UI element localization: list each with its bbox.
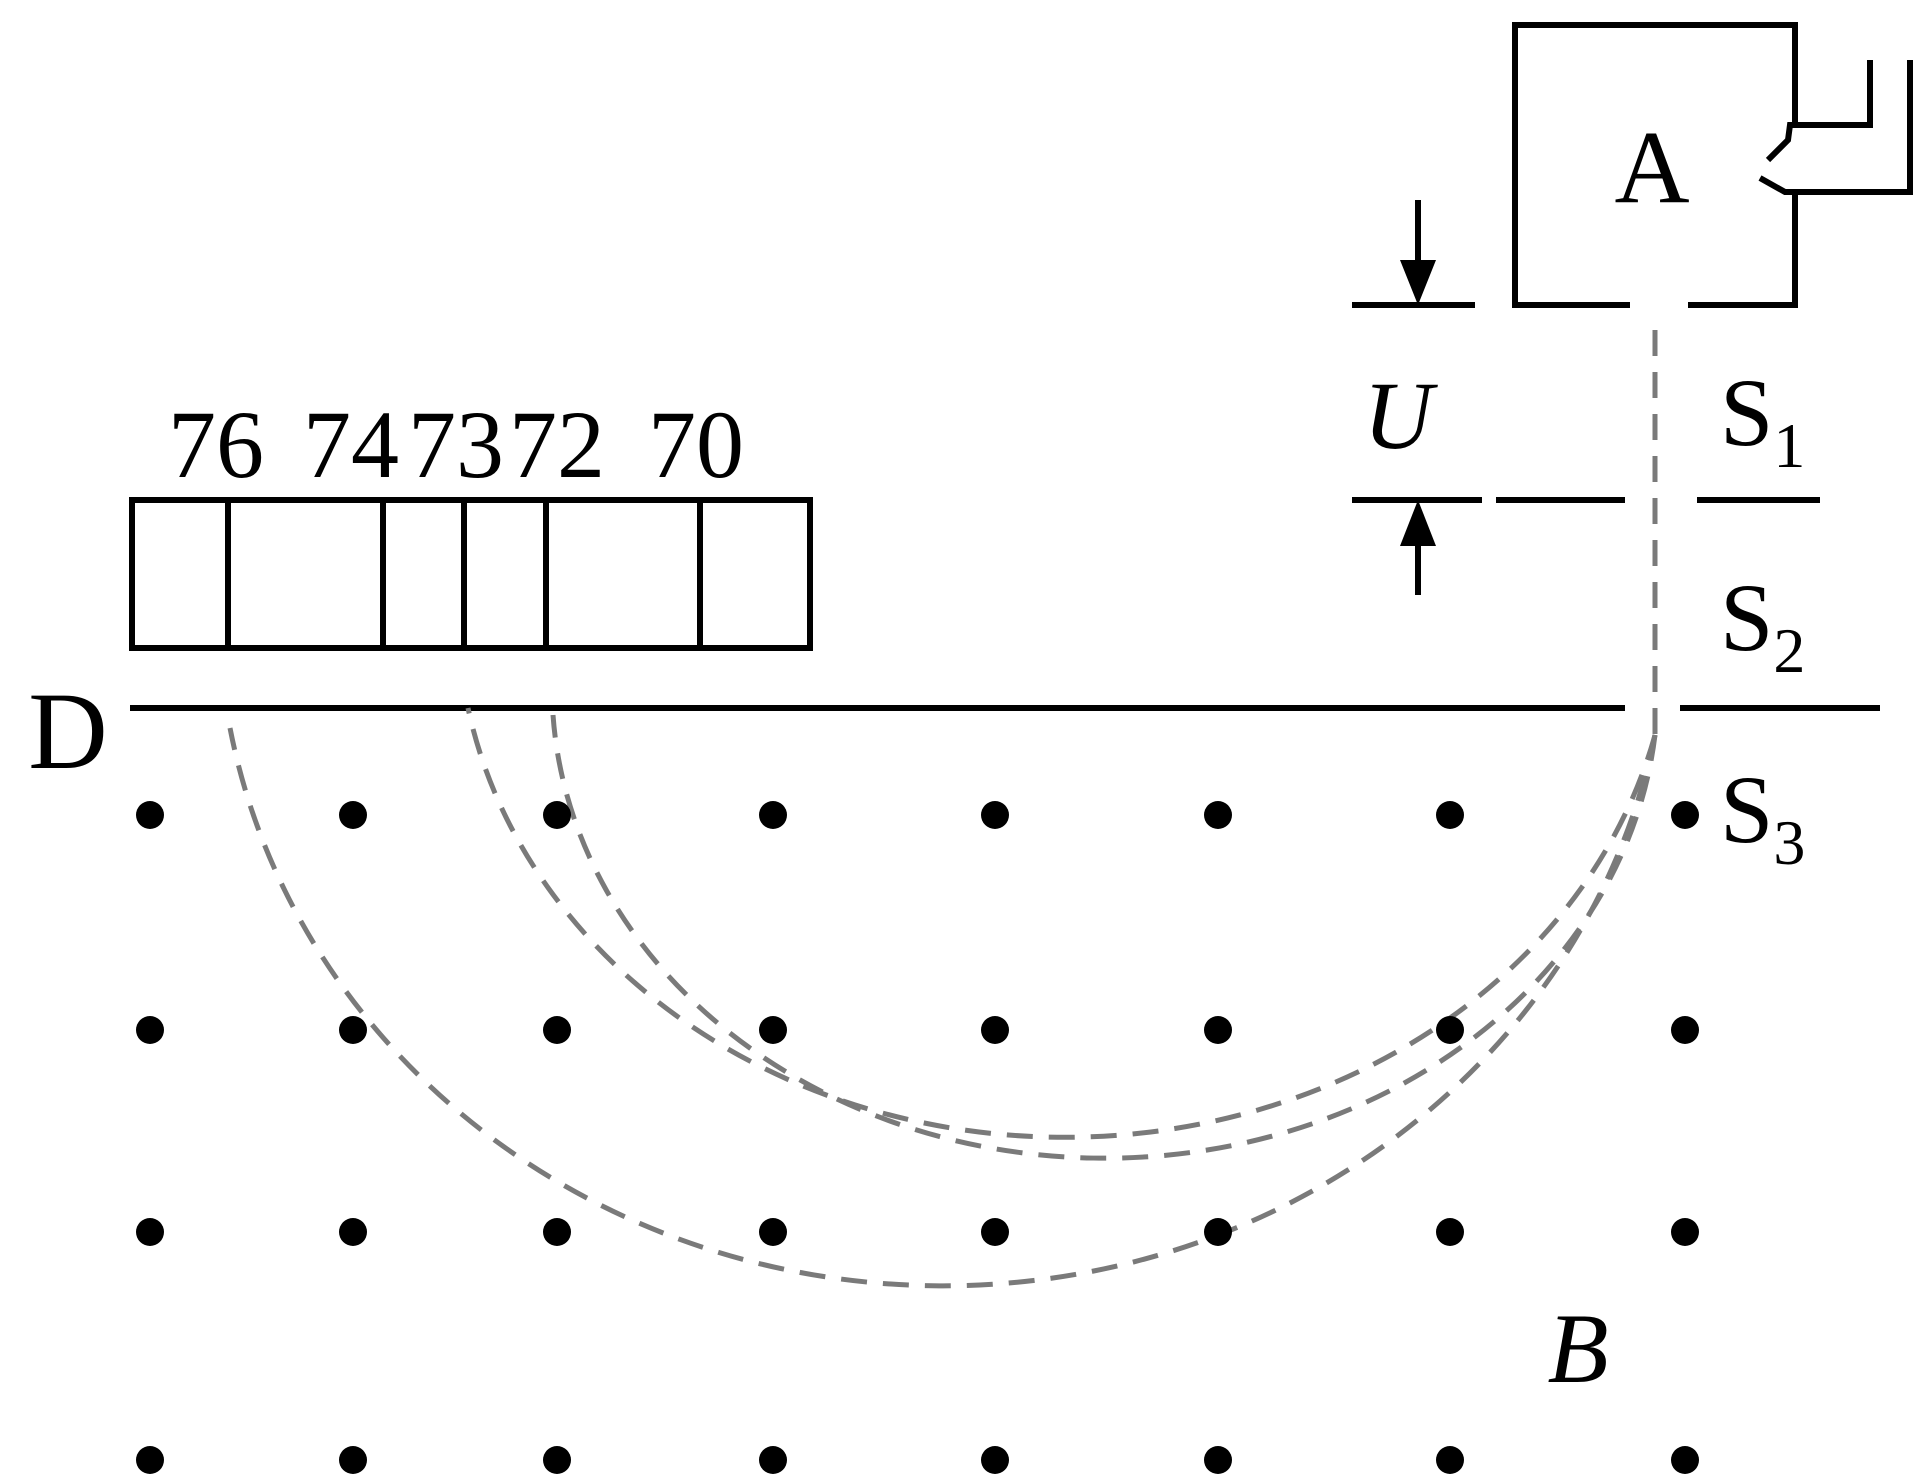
mass-label-72: 72 — [509, 391, 605, 498]
field-dot — [136, 1446, 164, 1474]
voltage-indicator: U — [1352, 200, 1475, 595]
detector-scale — [129, 497, 813, 651]
field-dot — [339, 801, 367, 829]
field-dot — [1671, 801, 1699, 829]
slit-label-s1: S1 — [1720, 359, 1805, 481]
field-dot — [136, 801, 164, 829]
field-dot — [981, 1016, 1009, 1044]
field-dot — [339, 1446, 367, 1474]
detector-label: D — [28, 670, 107, 792]
field-dot — [759, 1016, 787, 1044]
field-dot — [981, 1218, 1009, 1246]
trajectory-middle — [465, 707, 1658, 1140]
field-dot — [543, 801, 571, 829]
field-dot — [981, 1446, 1009, 1474]
ion-trajectories — [227, 330, 1658, 1289]
magnetic-field-dots — [136, 801, 1699, 1474]
field-dot — [981, 801, 1009, 829]
voltage-label: U — [1363, 362, 1438, 469]
field-dot — [1436, 1446, 1464, 1474]
mass-label-76: 76 — [168, 391, 264, 498]
field-dot — [1436, 801, 1464, 829]
field-dot — [339, 1016, 367, 1044]
slit-plates — [130, 497, 1880, 711]
field-dot — [543, 1218, 571, 1246]
mass-label-70: 70 — [648, 391, 744, 498]
field-dot — [1204, 1016, 1232, 1044]
field-dot — [1671, 1446, 1699, 1474]
slit-label-s3: S3 — [1720, 756, 1805, 878]
field-dot — [759, 1218, 787, 1246]
trajectory-outer — [227, 727, 1658, 1289]
ion-source-chamber: A — [1512, 22, 1913, 308]
field-dot — [1204, 1218, 1232, 1246]
slit-label-s2: S2 — [1720, 564, 1805, 686]
mass-label-73: 73 — [408, 391, 504, 498]
field-dot — [339, 1218, 367, 1246]
mass-labels: 76 74 73 72 70 — [168, 391, 744, 498]
field-dot — [1436, 1016, 1464, 1044]
field-dot — [1671, 1218, 1699, 1246]
field-dot — [136, 1218, 164, 1246]
field-dot — [543, 1016, 571, 1044]
field-dot — [1204, 1446, 1232, 1474]
field-dot — [1204, 801, 1232, 829]
source-label: A — [1614, 110, 1689, 225]
mass-label-74: 74 — [303, 391, 399, 498]
trajectory-inner — [550, 714, 1658, 1161]
slit-labels: S1 S2 S3 — [1720, 359, 1805, 878]
field-dot — [1671, 1016, 1699, 1044]
field-dot — [759, 1446, 787, 1474]
field-dot — [1436, 1218, 1464, 1246]
field-dot — [759, 801, 787, 829]
field-dot — [543, 1446, 571, 1474]
field-dot — [136, 1016, 164, 1044]
field-label: B — [1547, 1293, 1608, 1404]
